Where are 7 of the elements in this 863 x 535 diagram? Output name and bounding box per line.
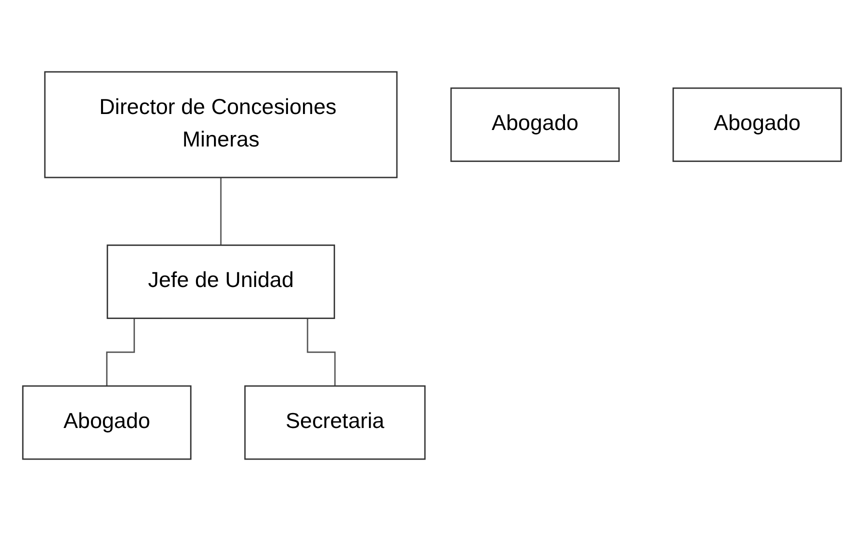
node-box: Jefe de Unidad [106,244,335,318]
node-box: Abogado [450,86,620,162]
connector [220,176,222,246]
node-box: Abogado [22,384,191,460]
node-box: Secretaria [244,384,426,460]
node-box: Abogado [672,86,842,162]
node-box: Director de Concesiones Mineras [44,70,398,178]
